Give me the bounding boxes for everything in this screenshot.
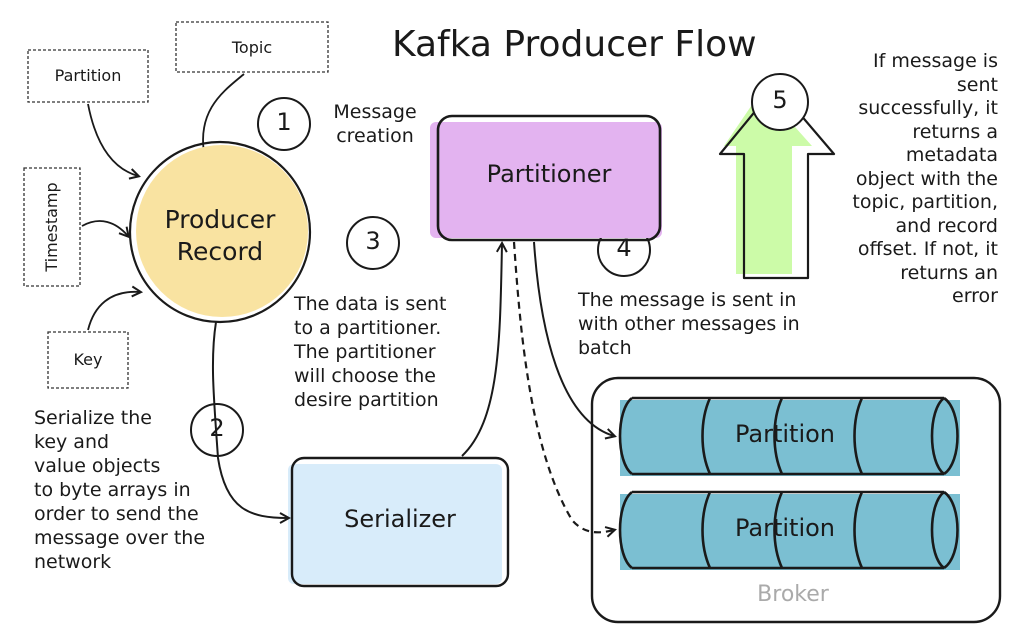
producer-record-label-line-1: Producer <box>164 205 276 234</box>
partition-arrow <box>87 103 138 176</box>
step-3-text-line: desire partition <box>294 389 439 411</box>
step-2-text-line: network <box>34 551 112 573</box>
step-2-text-line: value objects <box>34 455 161 477</box>
timestamp-label: Timestamp <box>42 182 61 272</box>
serializer-to-partitioner-arrow <box>461 244 502 457</box>
step-5-text-line: successfully, it <box>858 97 998 119</box>
topic-label: Topic <box>231 38 273 57</box>
diagram-title: Kafka Producer Flow <box>392 24 757 65</box>
step-1-text: Message creation <box>325 100 425 148</box>
broker-label: Broker <box>757 582 829 607</box>
serializer-fill <box>288 464 502 584</box>
step-3-circle <box>346 216 400 270</box>
timestamp-box <box>23 167 81 287</box>
step-5-text-line: error <box>952 285 998 307</box>
step-1-number: 1 <box>276 108 292 136</box>
step-5-number: 5 <box>772 86 788 114</box>
step-4-text-line: The message is sent in <box>578 289 797 311</box>
step-1-text-line: Message <box>333 101 417 123</box>
step-2-text-line: order to send the <box>34 503 199 525</box>
step-5-text-line: If message is <box>873 50 998 72</box>
partition-input-label: Partition <box>54 66 122 85</box>
success-arrow-fill <box>724 90 812 274</box>
step-2-text-line: message over the <box>34 527 206 549</box>
key-label: Key <box>73 350 103 369</box>
step-5-text-line: returns an <box>900 261 998 284</box>
partition-bottom-label: Partition <box>734 514 836 542</box>
partition-top-fill <box>620 400 960 476</box>
key-arrow <box>87 292 140 331</box>
step-3-number: 3 <box>365 227 381 255</box>
timestamp-arrow <box>81 220 128 236</box>
producer-record-label: Producer Record <box>140 204 300 268</box>
producer-record-label-line-2: Record <box>176 237 264 266</box>
step-5-text-line: metadata <box>905 144 998 166</box>
step-4-text-line: with other messages in <box>578 313 800 335</box>
partitioner-box <box>436 114 662 242</box>
step-1-circle <box>257 97 311 151</box>
producer-record-circle <box>128 140 312 324</box>
topic-box <box>175 21 329 73</box>
step-4-number: 4 <box>616 234 632 262</box>
producer-record-fill <box>136 145 308 317</box>
step-5-text-line: topic, partition, <box>852 191 998 213</box>
step-2-number: 2 <box>209 414 225 442</box>
step-3-text-line: to a partitioner. <box>294 317 442 339</box>
step-5-text-line: sent <box>956 73 998 96</box>
partitioner-fill <box>430 122 662 238</box>
step-5-text-line: object with the <box>855 167 998 190</box>
serializer-box <box>290 456 510 588</box>
partition-top-tube <box>618 396 959 476</box>
success-arrow-outline <box>718 84 836 280</box>
step-5-text-line: returns a <box>912 120 998 143</box>
broker-box <box>590 376 1002 624</box>
step-3-text-line: The partitioner <box>294 341 436 363</box>
step-2-text-line: key and <box>34 431 110 453</box>
partitioner-label: Partitioner <box>486 160 612 188</box>
partition-input-box <box>27 49 149 103</box>
step-4-text-line: batch <box>578 337 632 359</box>
partition-bottom-tube <box>618 490 959 570</box>
key-box <box>47 331 129 389</box>
record-to-serializer-arrow <box>211 321 288 518</box>
serializer-label: Serializer <box>344 505 456 533</box>
partitioner-to-partition-top-arrow <box>533 241 614 436</box>
step-5-text: If message is sent successfully, it retu… <box>838 50 998 309</box>
partitioner-to-partition-bottom-arrow <box>512 241 614 532</box>
step-2-text-line: Serialize the <box>34 407 152 429</box>
step-5-text-line: offset. If not, it <box>857 238 998 260</box>
partition-top-label: Partition <box>734 420 836 448</box>
step-2-text: Serialize the key and value objects to b… <box>34 406 205 574</box>
step-3-text: The data is sent to a partitioner. The p… <box>294 292 447 412</box>
step-2-text-line: to byte arrays in <box>34 479 191 501</box>
step-3-text-line: The data is sent <box>294 293 447 315</box>
step-5-text-line: and record <box>895 214 998 237</box>
partition-bottom-fill <box>620 494 960 570</box>
step-4-text: The message is sent in with other messag… <box>578 288 800 360</box>
step-1-text-line: creation <box>336 125 414 147</box>
step-5-circle <box>751 73 809 131</box>
step-3-text-line: will choose the <box>294 365 436 387</box>
